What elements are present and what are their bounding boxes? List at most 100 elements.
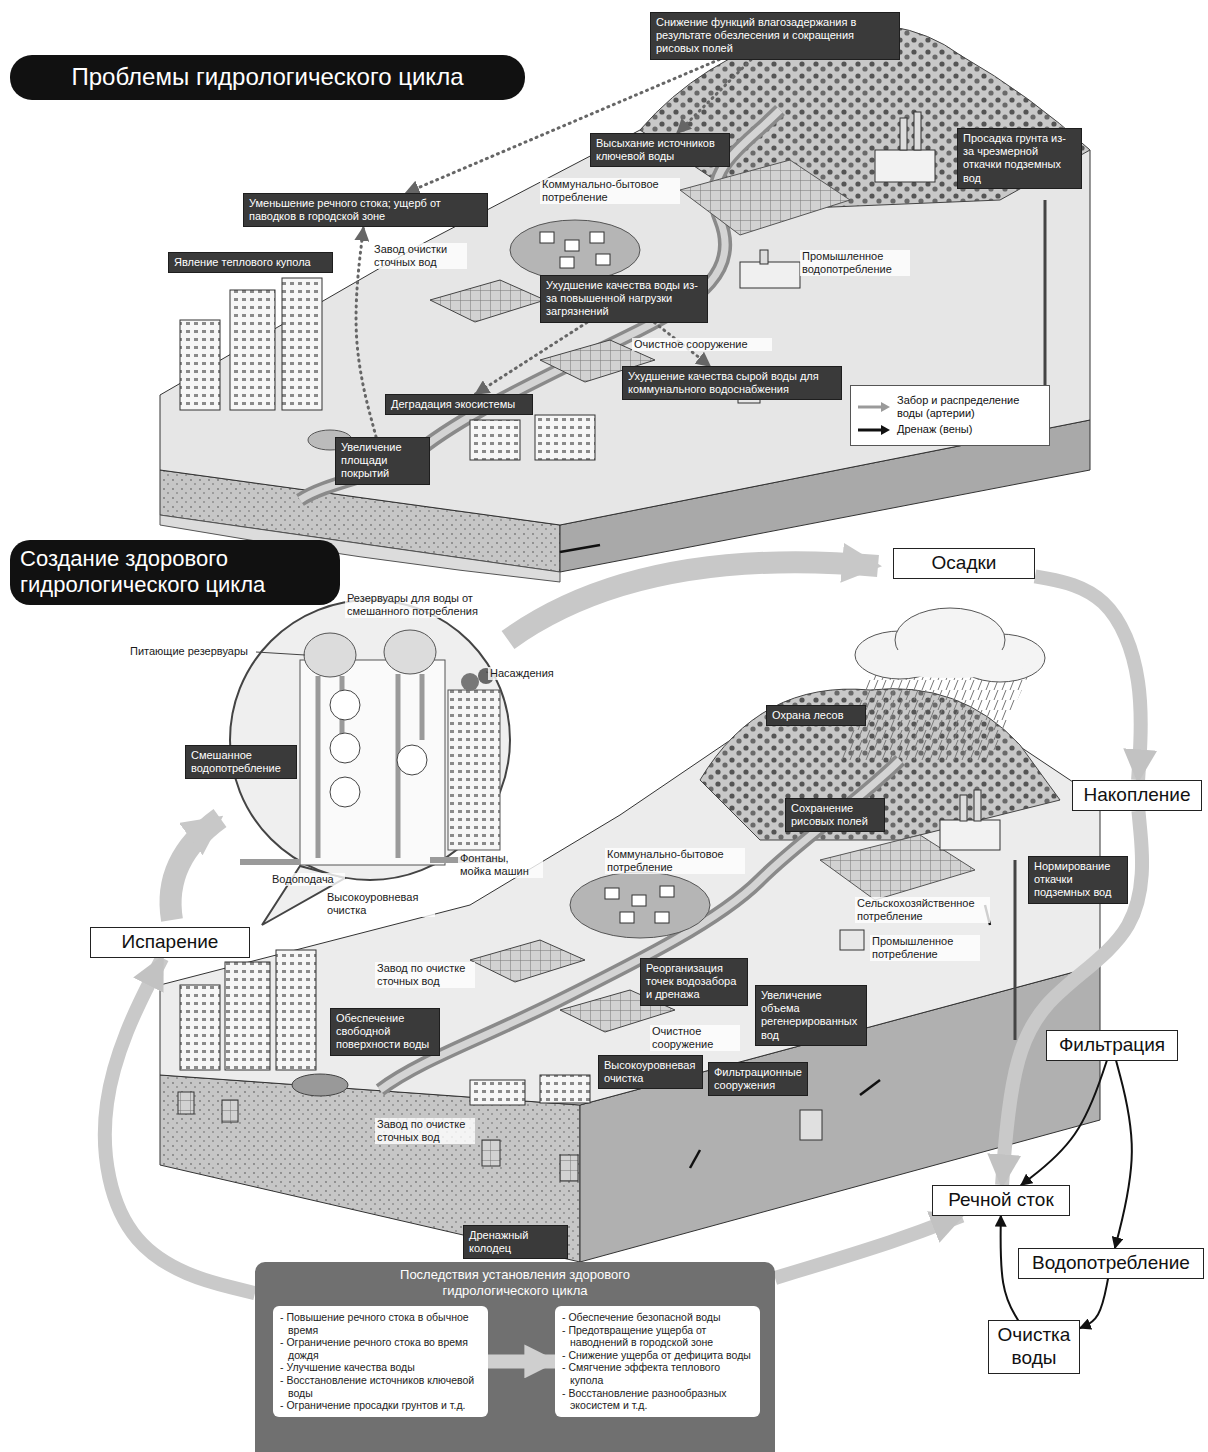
measure-box: Охрана лесов bbox=[766, 705, 866, 726]
node-text: Осадки bbox=[900, 552, 1028, 575]
illustration-shape bbox=[448, 690, 500, 850]
flow-arrow bbox=[1001, 1216, 1018, 1320]
illustration-shape bbox=[740, 262, 800, 288]
effects-panel: Последствия установления здорового гидро… bbox=[255, 1262, 775, 1452]
legend-text: Забор и распределение воды (артерии) bbox=[897, 394, 1043, 420]
illustration-shape bbox=[276, 950, 316, 1070]
list-item: - Обеспечение безопасной воды bbox=[562, 1311, 753, 1324]
illustration-shape bbox=[570, 872, 710, 938]
illustration-shape bbox=[535, 415, 595, 460]
illustration-shape bbox=[840, 672, 1030, 760]
illustration-shape bbox=[860, 1080, 880, 1095]
problem-box: Снижение функций влагозадержания в резул… bbox=[650, 12, 900, 60]
node-text: Речной сток bbox=[939, 1189, 1063, 1212]
problem-box: Просадка грунта из-за чрезмерной откачки… bbox=[957, 128, 1082, 189]
node-text: Обеспечение свободной поверхности воды bbox=[336, 1012, 434, 1052]
part-label: Фонтаны, мойка машин bbox=[458, 852, 543, 878]
node-text: Явление теплового купола bbox=[174, 256, 327, 269]
illustration-shape bbox=[632, 895, 646, 906]
illustration-shape bbox=[655, 912, 669, 923]
problem-box: Уменьшение речного стока; ущерб от павод… bbox=[243, 193, 488, 227]
cycle-arrow bbox=[1035, 576, 1141, 780]
legend-box: Забор и распределение воды (артерии)Дрен… bbox=[850, 385, 1050, 446]
illustration-shape bbox=[222, 1100, 238, 1122]
node-text: Накопление bbox=[1079, 784, 1195, 807]
illustration-shape bbox=[605, 888, 619, 899]
illustration-shape bbox=[940, 820, 1000, 850]
illustration-shape bbox=[590, 232, 604, 243]
node-text: Сохранение рисовых полей bbox=[791, 802, 879, 828]
cycle-stage-box: Осадки bbox=[893, 548, 1035, 579]
illustration-shape bbox=[508, 562, 878, 640]
node-text: Деградация экосистемы bbox=[391, 398, 527, 411]
part-label: Завод очистки сточных вод bbox=[372, 243, 467, 269]
flow-arrow bbox=[1115, 1061, 1132, 1248]
illustration-shape bbox=[384, 630, 436, 674]
node-text: Нормирование откачки подземных вод bbox=[1034, 860, 1122, 900]
node-text: Уменьшение речного стока; ущерб от павод… bbox=[249, 197, 482, 223]
node-text: Проблемы гидрологического цикла bbox=[24, 63, 511, 92]
measure-box: Смешанное водопотребление bbox=[185, 745, 297, 779]
cycle-arrow bbox=[1002, 811, 1142, 1185]
illustration-shape bbox=[470, 940, 585, 982]
node-text: Ухудшение качества сырой воды для коммун… bbox=[628, 370, 836, 396]
illustration-shape bbox=[596, 254, 610, 265]
problem-box: Ухудшение качества сырой воды для коммун… bbox=[622, 366, 842, 400]
node-text: Снижение функций влагозадержания в резул… bbox=[656, 16, 894, 56]
illustration-shape bbox=[875, 150, 935, 182]
legend-arrowhead bbox=[881, 425, 890, 435]
effects-list: - Обеспечение безопасной воды- Предотвра… bbox=[555, 1306, 760, 1417]
node-text: Водопотребление bbox=[1025, 1252, 1197, 1275]
illustration-shape bbox=[230, 600, 510, 880]
illustration-shape bbox=[914, 112, 921, 150]
illustration-shape bbox=[482, 1140, 500, 1166]
illustration-shape bbox=[304, 633, 356, 677]
part-label: Промышленное водопотребление bbox=[800, 250, 910, 276]
list-item: - Улучшение качества воды bbox=[280, 1361, 481, 1374]
list-item: - Снижение ущерба от дефицита воды bbox=[562, 1349, 753, 1362]
node-text: Охрана лесов bbox=[772, 709, 860, 722]
node-text: Ухудшение качества воды из-за повышенной… bbox=[546, 279, 702, 319]
node-text: Дренажный колодец bbox=[469, 1229, 562, 1255]
flow-arrow bbox=[1080, 1279, 1108, 1328]
illustration-shape bbox=[974, 790, 981, 821]
cycle-arrow bbox=[105, 958, 255, 1293]
cycle-arcs bbox=[171, 562, 878, 920]
illustration-shape bbox=[760, 250, 768, 264]
part-label: Завод по очистке сточных вод bbox=[375, 962, 475, 988]
part-label: Питающие резервуары bbox=[128, 645, 253, 658]
part-label: Коммунально-бытовое потребление bbox=[605, 848, 745, 874]
list-item: - Смягчение эффекта теплового купола bbox=[562, 1361, 753, 1386]
illustration-shape bbox=[300, 660, 445, 865]
illustration-shape bbox=[180, 320, 220, 410]
legend-line-sample bbox=[857, 424, 891, 436]
illustration-shape bbox=[660, 886, 674, 897]
node-text: Смешанное водопотребление bbox=[191, 749, 291, 775]
illustration-shape bbox=[180, 985, 220, 1070]
illustration-shape bbox=[540, 232, 554, 243]
part-label: Сельскохозяйственное потребление bbox=[855, 897, 990, 923]
part-label: Высокоуровневая очистка bbox=[325, 891, 435, 917]
illustration-shape bbox=[300, 110, 780, 500]
list-item: - Восстановление разнообразных экосистем… bbox=[562, 1387, 753, 1412]
measure-box: Сохранение рисовых полей bbox=[785, 798, 885, 832]
node-text: Увеличение площади покрытий bbox=[341, 441, 424, 481]
part-label: Очистное сооружение bbox=[632, 338, 772, 351]
measure-box: Реорганизация точек водозабора и дренажа bbox=[640, 958, 748, 1006]
illustration-shape bbox=[330, 690, 360, 720]
cycle-arrow bbox=[488, 1354, 555, 1368]
list-item: - Предотвращение ущерба от наводнений в … bbox=[562, 1324, 753, 1349]
illustration-shape bbox=[225, 962, 270, 1070]
section-banner: Создание здорового гидрологического цикл… bbox=[10, 540, 340, 605]
problem-box: Высыхание источников ключевой воды bbox=[590, 133, 730, 167]
dotted-arrow bbox=[677, 60, 751, 133]
healthy-terrain bbox=[160, 608, 1100, 1262]
node-text: Фильтрация bbox=[1053, 1034, 1171, 1057]
illustration-shape bbox=[230, 290, 275, 410]
part-label: Коммунально-бытовое потребление bbox=[540, 178, 680, 204]
measure-box: Обеспечение свободной поверхности воды bbox=[330, 1008, 440, 1056]
illustration-shape bbox=[330, 777, 360, 807]
